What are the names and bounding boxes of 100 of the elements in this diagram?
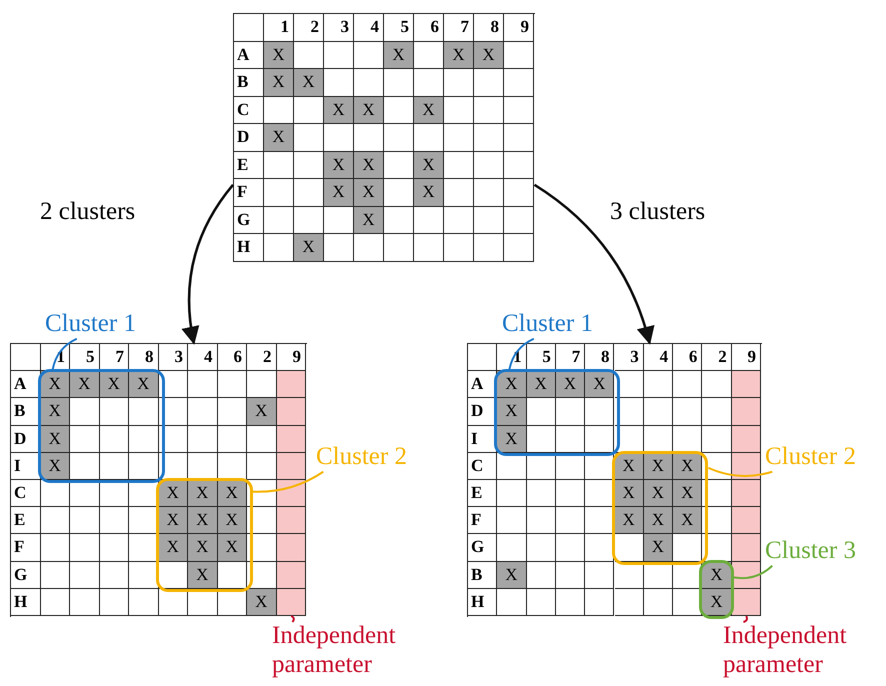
row-header: F	[11, 534, 40, 562]
marked-cell: X	[497, 398, 527, 426]
row-header: H	[11, 588, 40, 616]
column-header: 2	[247, 344, 276, 372]
row-header: E	[11, 507, 40, 534]
row-header: F	[468, 507, 498, 534]
marked-cell: X	[384, 42, 414, 69]
leader-line	[708, 466, 773, 477]
leader-line	[52, 338, 78, 370]
marked-cell: X	[673, 507, 702, 534]
row-header: G	[234, 206, 264, 234]
marked-cell: X	[526, 371, 556, 398]
marked-cell: X	[614, 480, 644, 508]
marked-cell: X	[40, 426, 70, 453]
cluster-label: Cluster 3	[765, 537, 856, 566]
cluster-label: Cluster 1	[45, 310, 136, 339]
parameter-label: Independent parameter	[272, 622, 442, 680]
marked-cell: X	[40, 452, 70, 480]
leader-line	[252, 470, 324, 493]
column-header: 4	[644, 344, 674, 372]
row-header: C	[11, 480, 40, 508]
arrow	[534, 184, 654, 345]
marked-cell: X	[264, 124, 294, 152]
column-header: 3	[158, 344, 188, 372]
column-header: 4	[188, 344, 218, 372]
row-header: C	[468, 452, 498, 480]
column-header: 9	[504, 14, 534, 42]
marked-cell: X	[188, 562, 218, 589]
marked-cell: X	[294, 234, 324, 262]
column-header: 6	[218, 344, 247, 372]
marked-cell: X	[444, 42, 474, 69]
cluster-outline	[612, 450, 708, 565]
column-header: 7	[556, 344, 586, 372]
matrix-table	[233, 13, 534, 262]
leader-line	[743, 616, 748, 623]
marked-cell: X	[474, 42, 504, 69]
row-header: C	[234, 96, 264, 124]
highlight-column	[732, 371, 761, 616]
column-header: 3	[614, 344, 644, 372]
leader-line	[508, 338, 534, 370]
marked-cell: X	[702, 588, 732, 616]
marked-cell: X	[40, 371, 70, 398]
marked-cell: X	[644, 507, 674, 534]
column-header: 5	[70, 344, 100, 372]
cluster-outline	[156, 478, 253, 592]
marked-cell: X	[497, 426, 527, 453]
marked-cell: X	[324, 96, 354, 124]
marked-cell: X	[188, 534, 218, 562]
cluster-outline	[38, 369, 164, 483]
arrow	[182, 184, 234, 345]
cluster-outline	[494, 369, 620, 456]
cluster-label: Cluster 1	[502, 310, 593, 339]
row-header: E	[468, 480, 498, 508]
marked-cell: X	[497, 562, 527, 589]
row-header: G	[11, 562, 40, 589]
marked-cell: X	[673, 480, 702, 508]
marked-cell: X	[218, 507, 247, 534]
column-header: 2	[294, 14, 324, 42]
column-header: 6	[673, 344, 702, 372]
marked-cell: X	[644, 480, 674, 508]
cluster-label: Cluster 2	[316, 443, 407, 472]
marked-cell: X	[247, 588, 276, 616]
leader-line	[734, 565, 773, 580]
marked-cell: X	[218, 480, 247, 508]
parameter-label: Independent parameter	[723, 622, 886, 680]
marked-cell: X	[414, 179, 444, 206]
marked-cell: X	[129, 371, 158, 398]
marked-cell: X	[354, 179, 384, 206]
row-header: H	[468, 588, 498, 616]
column-header: 4	[354, 14, 384, 42]
column-header: 8	[585, 344, 614, 372]
marked-cell: X	[585, 371, 614, 398]
cluster-label: Cluster 2	[765, 443, 856, 472]
marked-cell: X	[264, 69, 294, 96]
marked-cell: X	[414, 152, 444, 179]
column-header: 3	[324, 14, 354, 42]
marked-cell: X	[354, 152, 384, 179]
marked-cell: X	[294, 69, 324, 96]
marked-cell: X	[614, 507, 644, 534]
row-header: F	[234, 179, 264, 206]
marked-cell: X	[354, 96, 384, 124]
marked-cell: X	[354, 206, 384, 234]
column-header: 7	[100, 344, 129, 372]
marked-cell: X	[324, 179, 354, 206]
marked-cell: X	[158, 507, 188, 534]
marked-cell: X	[644, 534, 674, 562]
column-header: 2	[702, 344, 732, 372]
column-header: 6	[414, 14, 444, 42]
marked-cell: X	[158, 480, 188, 508]
column-header: 5	[526, 344, 556, 372]
marked-cell: X	[218, 534, 247, 562]
marked-cell: X	[158, 534, 188, 562]
marked-cell: X	[264, 42, 294, 69]
marked-cell: X	[673, 452, 702, 480]
marked-cell: X	[247, 398, 276, 426]
row-header: H	[234, 234, 264, 262]
marked-cell: X	[324, 152, 354, 179]
row-header: G	[468, 534, 498, 562]
marked-cell: X	[188, 507, 218, 534]
leader-line	[290, 615, 295, 623]
